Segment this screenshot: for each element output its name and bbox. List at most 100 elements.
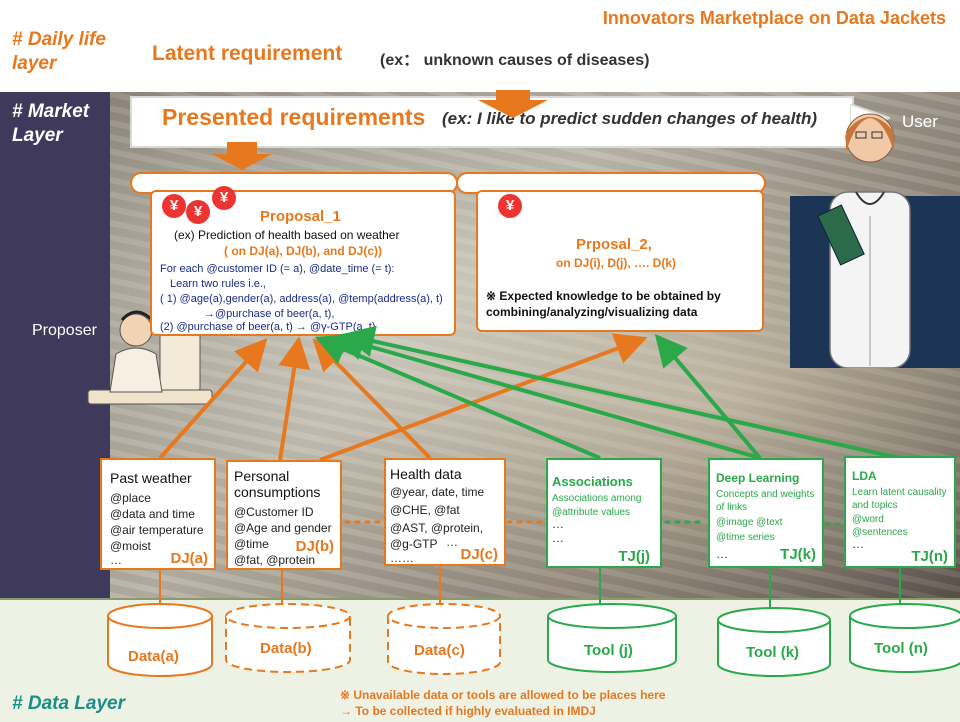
down-arrow-presented (212, 142, 272, 170)
arrow-djb-p1 (278, 336, 311, 461)
data-layer-note-2: → To be collected if highly evaluated in… (340, 704, 596, 718)
tool-jacket-tag: TJ(k) (780, 546, 816, 563)
data-jacket-item: … (110, 553, 122, 567)
data-jacket-b[interactable]: Personal consumptions @Customer ID @Age … (226, 460, 342, 570)
data-jacket-item: @time (234, 537, 269, 551)
data-jacket-item: …… (390, 551, 414, 565)
tool-jacket-item: … (552, 517, 564, 531)
proposal-1-rule-3: →@purchase of beer(a, t), (204, 308, 335, 320)
data-jacket-title: Personal consumptions (234, 468, 321, 500)
tool-jacket-item: @attribute values (552, 507, 630, 518)
tool-jacket-item: @word (852, 514, 884, 525)
arrow-tjj-p1 (314, 334, 601, 460)
coin-icon: ¥ (212, 186, 236, 210)
presented-requirements-example: (ex: I like to predict sudden changes of… (442, 109, 818, 128)
tool-jacket-title: LDA (852, 469, 877, 483)
tool-jacket-item: … (716, 547, 728, 561)
daily-layer-label: # Daily life layer (12, 29, 106, 74)
coin-icon: ¥ (186, 200, 210, 224)
arrow-tjk-p2 (654, 333, 762, 460)
tool-jacket-title: Deep Learning (716, 471, 800, 485)
cylinder-tool-n (849, 603, 960, 673)
data-jacket-a[interactable]: Past weather @place @data and time @air … (100, 458, 216, 570)
proposal-1-rule-1: Learn two rules i.e., (170, 278, 266, 290)
cylinder-tool-k (717, 607, 831, 677)
data-jacket-item: @year, date, time (390, 485, 485, 499)
tool-jacket-n[interactable]: LDA Learn latent causality and topics @w… (844, 456, 956, 568)
proposal-2-title: Prposal_2, (576, 236, 652, 253)
cylinder-label: Tool (n) (874, 640, 928, 657)
tool-jacket-item: Learn latent causality (852, 487, 947, 498)
market-layer-strip (0, 92, 110, 598)
proposer-figure-icon (87, 310, 213, 405)
data-jacket-tag: DJ(a) (170, 550, 208, 567)
data-jacket-item: @moist (110, 539, 151, 553)
data-layer-label: # Data Layer (12, 693, 126, 714)
data-jacket-item: @g-GTP (390, 537, 438, 551)
tool-jacket-item: … (852, 537, 864, 551)
tool-jacket-item: … (552, 531, 564, 545)
coin-icon: ¥ (498, 194, 522, 218)
proposal-1-line2: ( on DJ(a), DJ(b), and DJ(c)) (224, 244, 382, 258)
proposal-1-title: Proposal_1 (260, 208, 341, 225)
data-jacket-item: @data and time (110, 507, 195, 521)
tool-jacket-tag: TJ(n) (911, 548, 948, 565)
cylinder-data-c (387, 603, 501, 675)
proposer-label: Proposer (32, 322, 97, 339)
tool-jacket-k[interactable]: Deep Learning Concepts and weights of li… (708, 458, 824, 568)
data-jacket-item: @air temperature (110, 523, 204, 537)
down-arrow-latent (478, 90, 548, 118)
cylinder-label: Tool (j) (584, 642, 633, 659)
data-jacket-title: Past weather (110, 470, 192, 486)
tool-jacket-item: and topics (852, 500, 898, 511)
cylinder-tool-j (547, 603, 677, 673)
page-title: Innovators Marketplace on Data Jackets (602, 8, 946, 28)
data-jacket-title: Health data (390, 466, 462, 482)
cylinder-label: Data(b) (260, 640, 312, 657)
arrow-tjk-p1 (332, 329, 761, 460)
tool-jacket-item: Associations among (552, 493, 642, 504)
data-jacket-item: @place (110, 491, 151, 505)
data-jacket-item: @Age and gender (234, 521, 332, 535)
data-jacket-tag: DJ(b) (295, 538, 334, 555)
proposal-1-rule-0: For each @customer ID (= a), @date_time … (160, 263, 395, 275)
user-label: User (902, 112, 938, 131)
tool-jacket-item: @time series (716, 532, 775, 543)
tool-jacket-item: Concepts and weights (716, 489, 815, 500)
data-cylinders (107, 603, 960, 677)
doctor-figure-icon (817, 113, 911, 368)
data-jacket-item: @CHE, @fat (390, 503, 460, 517)
daily-life-layer (0, 0, 960, 92)
tool-jacket-j[interactable]: Associations Associations among @attribu… (546, 458, 662, 568)
arrow-dja-p1 (158, 338, 268, 460)
proposal-2-card[interactable]: Prposal_2, on DJ(i), D(j), …. D(k) ※ Exp… (476, 190, 764, 332)
tool-jacket-item: @image @text (716, 517, 783, 528)
tool-jacket-tag: TJ(j) (618, 548, 650, 565)
data-jacket-c[interactable]: Health data @year, date, time @CHE, @fat… (384, 458, 506, 566)
proposal-2-subtitle: on DJ(i), D(j), …. D(k) (556, 256, 676, 270)
proposal-1-rule-4: (2) @purchase of beer(a, t) → @γ-GTP(a, … (160, 321, 376, 333)
coin-icon: ¥ (162, 194, 186, 218)
data-jacket-item: @fat, @protein (234, 553, 316, 567)
latent-requirement-example: (ex： unknown causes of diseases) (380, 52, 650, 69)
data-jacket-item: @Customer ID (234, 505, 314, 519)
arrow-djb-p2 (319, 333, 648, 462)
tool-jacket-title: Associations (552, 474, 633, 489)
cylinder-label: Tool (k) (746, 644, 800, 661)
data-jacket-item: @AST, @protein, (390, 521, 484, 535)
cylinder-data-a (107, 603, 213, 677)
proposal-1-line1: (ex) Prediction of health based on weath… (174, 228, 400, 242)
latent-requirement-label: Latent requirement (152, 42, 343, 65)
data-jacket-tag: DJ(c) (460, 546, 498, 563)
tool-jacket-item: @sentences (852, 527, 908, 538)
cylinder-label: Data(c) (414, 642, 465, 659)
cylinder-label: Data(a) (128, 648, 179, 665)
market-layer-label: # Market Layer (12, 101, 90, 146)
cylinder-data-b (225, 603, 351, 673)
arrow-tjn-p1 (342, 325, 901, 460)
proposal-1-rule-2: ( 1) @age(a),gender(a), address(a), @tem… (160, 293, 443, 305)
data-layer-note-1: ※ Unavailable data or tools are allowed … (340, 688, 666, 702)
data-jacket-item: … (446, 535, 458, 549)
presented-requirements-label: Presented requirements (162, 104, 426, 130)
